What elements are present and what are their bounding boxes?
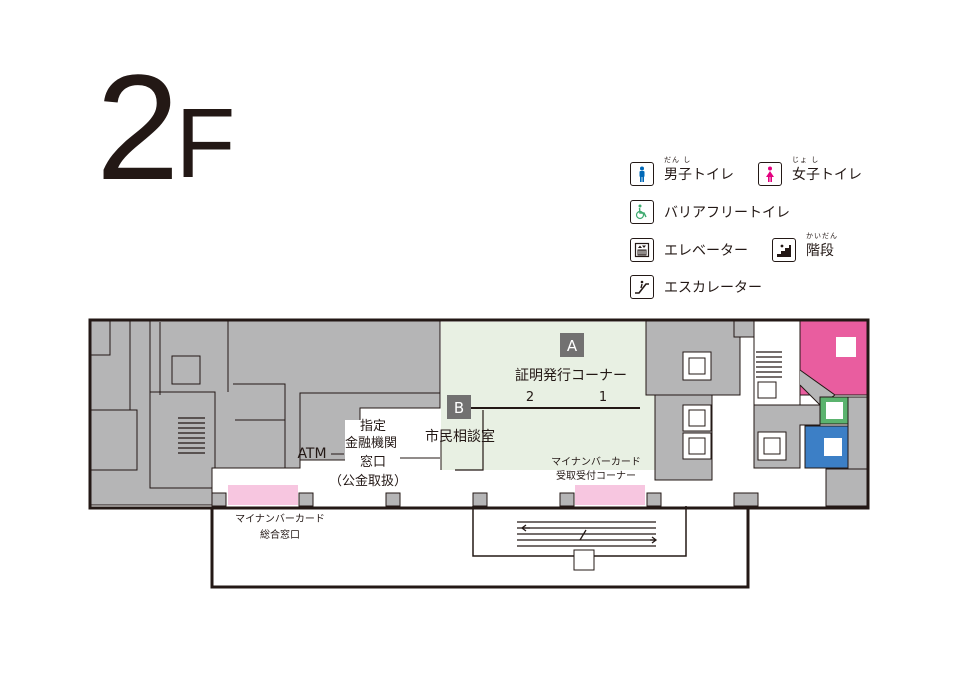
mynumber-general-line1: マイナンバーカード: [235, 513, 325, 525]
badge-a-text: A: [567, 337, 578, 355]
legend-barrier-free-toilet: バリアフリートイレ: [630, 200, 790, 224]
legend-female-toilet: じょ し 女子トイレ: [758, 156, 862, 186]
stairs-ruby: かいだん: [806, 232, 838, 240]
floor-title: 2F: [96, 52, 235, 202]
east-stairs-sign: [757, 381, 777, 399]
lower-hall: [210, 503, 750, 589]
floor-suffix: F: [175, 88, 236, 198]
legend-male-toilet: だん し 男子トイレ: [630, 156, 734, 186]
window-1-label: 1: [599, 390, 607, 405]
certificate-corner-area: [441, 322, 659, 470]
female-toilet-ruby: じょ し: [792, 156, 820, 164]
badge-a: [560, 333, 584, 357]
female-toilet-icon: [758, 162, 782, 186]
bank-line2: 金融機関: [345, 435, 397, 451]
stairs-label: 階段: [806, 243, 834, 259]
west-stairs: [178, 417, 205, 454]
female-toilet-sign: [836, 337, 856, 357]
barrier-free-toilet-sign: [826, 402, 843, 419]
male-toilet-ruby: だん し: [664, 156, 692, 164]
west-offices-block: [90, 320, 441, 506]
bank-room: [345, 420, 400, 465]
bank-line4: （公金取扱）: [329, 473, 407, 489]
mynumber-pickup-line1: マイナンバーカード: [551, 456, 641, 468]
badge-b-text: B: [454, 399, 464, 417]
east-pillar: [733, 320, 755, 338]
pillars: [211, 492, 759, 507]
east-closet: [847, 396, 868, 470]
male-toilet-icon: [630, 162, 654, 186]
barrier-free-toilet-label: バリアフリートイレ: [664, 205, 790, 221]
legend-elevator: エレベーター: [630, 238, 748, 262]
consultation-wall: [455, 410, 484, 471]
bank-line3: 窓口: [360, 454, 386, 470]
bank-counter-area: [299, 392, 441, 461]
consultation-divider: [400, 440, 442, 470]
mynumber-pickup-line2: 受取受付コーナー: [556, 469, 636, 482]
elevator-icon: [630, 238, 654, 262]
badge-b: [447, 395, 471, 419]
mynumber-general-line2: 総合窓口: [260, 528, 300, 541]
escalator-sign: [573, 549, 595, 571]
elevator-1: [682, 351, 712, 381]
male-toilet-sign: [824, 438, 842, 456]
bank-line1: 指定: [360, 419, 386, 434]
escalator-label: エスカレーター: [664, 280, 762, 296]
southeast-room: [825, 468, 868, 507]
escalator-icon: [630, 275, 654, 299]
elevator-2: [682, 404, 712, 432]
window-2-label: 2: [526, 390, 534, 405]
certificate-corner-label: 証明発行コーナー: [515, 368, 627, 384]
elevator-3: [682, 432, 712, 460]
legend-escalator: エスカレーター: [630, 275, 762, 299]
mynumber-general-counter: [228, 485, 298, 505]
floor-number: 2: [96, 43, 179, 211]
west-offices-partitions: [91, 321, 286, 489]
elevator-4: [757, 431, 787, 461]
elevator-label: エレベーター: [664, 243, 748, 259]
east-stairs: [756, 351, 782, 378]
female-toilet-label: 女子トイレ: [792, 167, 862, 183]
consultation-label: 市民相談室: [425, 428, 495, 445]
male-toilet-label: 男子トイレ: [664, 167, 734, 183]
legend-stairs: かいだん 階段: [772, 232, 837, 262]
wheelchair-icon: [630, 200, 654, 224]
atm-label: ATM: [297, 446, 326, 462]
escalator: [517, 521, 658, 547]
mynumber-pickup-counter: [575, 485, 645, 505]
stairs-icon: [772, 238, 796, 262]
